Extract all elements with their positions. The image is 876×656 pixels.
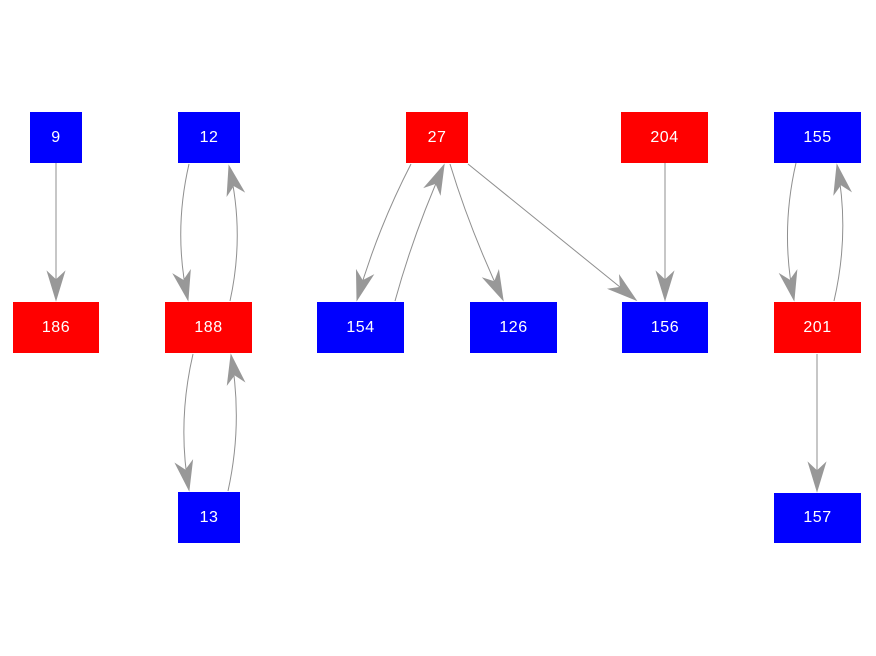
node-label-156: 156 [650,318,680,336]
node-201: 201 [774,302,861,353]
node-label-12: 12 [199,128,219,146]
arrowhead-27-to-154 [355,268,375,302]
node-12: 12 [178,112,240,163]
arrowhead-9-to-186 [46,270,66,302]
node-label-27: 27 [427,128,447,146]
node-label-126: 126 [499,318,528,336]
arrowhead-204-to-156 [655,270,675,302]
node-204: 204 [621,112,708,163]
arrowhead-27-to-126 [481,269,504,302]
node-label-154: 154 [346,318,375,336]
arrowhead-201-to-157 [807,461,827,493]
arrowhead-154-to-27 [423,163,445,196]
arrowhead-12-to-188 [172,268,191,302]
arrowhead-201-to-155 [833,163,853,196]
node-label-13: 13 [199,508,219,526]
arrowhead-13-to-188 [226,353,246,386]
node-27: 27 [406,112,468,163]
node-label-204: 204 [650,128,679,146]
node-186: 186 [13,302,99,353]
arrowhead-27-to-156 [606,273,638,302]
node-label-201: 201 [803,318,832,336]
node-label-9: 9 [51,128,61,146]
node-126: 126 [470,302,557,353]
node-13: 13 [178,492,240,543]
node-156: 156 [622,302,708,353]
edge-27-to-156 [467,163,637,301]
node-label-188: 188 [194,318,223,336]
node-155: 155 [774,112,861,163]
node-9: 9 [30,112,82,163]
node-label-157: 157 [803,509,832,526]
node-157: 157 [774,493,861,543]
arrowhead-188-to-13 [174,459,194,492]
arrowhead-188-to-12 [226,164,246,198]
node-154: 154 [317,302,404,353]
node-188: 188 [165,302,252,353]
node-label-186: 186 [41,318,71,336]
arrowhead-155-to-201 [778,269,798,302]
node-label-155: 155 [803,128,832,146]
